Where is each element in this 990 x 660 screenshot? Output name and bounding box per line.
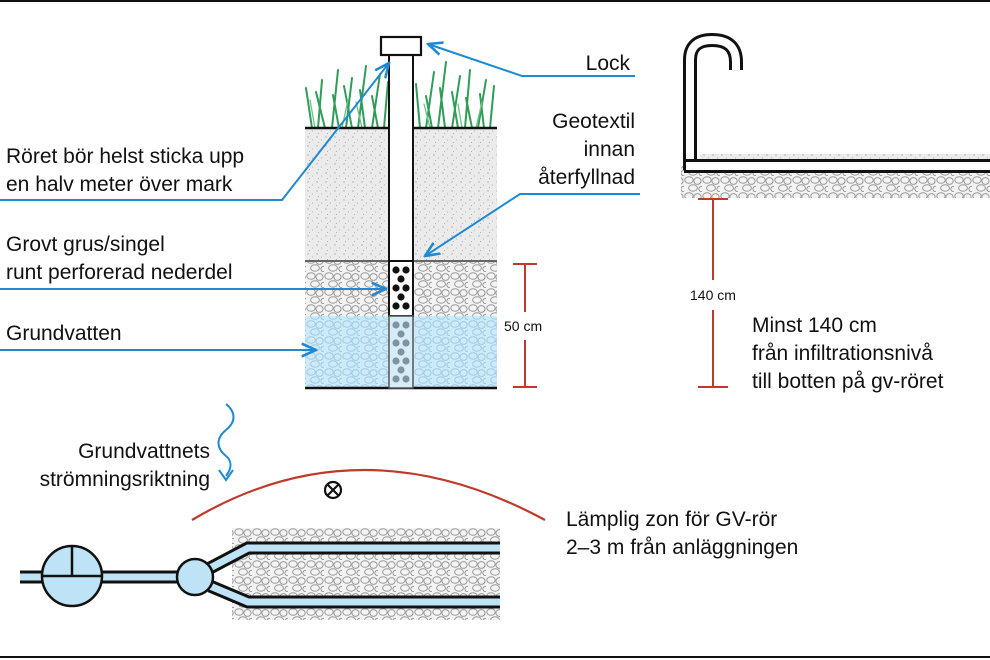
vent-pipe-outer bbox=[683, 32, 743, 170]
leader-pipe-height bbox=[0, 63, 389, 201]
septic-tank bbox=[40, 544, 104, 608]
wave-arrow-icon bbox=[217, 403, 235, 477]
infiltration-section bbox=[681, 32, 990, 198]
well-cross-section bbox=[305, 35, 497, 390]
crossed-circle-icon bbox=[323, 480, 343, 500]
label-min-2: från infiltrationsnivå bbox=[752, 342, 933, 365]
label-zone-2: 2–3 m från anläggningen bbox=[566, 536, 798, 559]
label-zone-1: Lämplig zon för GV-rör bbox=[566, 508, 777, 531]
label-gravel-1: Grovt grus/singel bbox=[6, 233, 165, 256]
perforation-holes bbox=[392, 266, 410, 383]
label-geotextil-1: Geotextil bbox=[552, 110, 635, 133]
label-50cm: 50 cm bbox=[504, 318, 542, 334]
dimension-50cm bbox=[513, 263, 537, 388]
label-140cm: 140 cm bbox=[690, 287, 736, 303]
plan-pipes bbox=[20, 541, 500, 609]
label-geotextil-3: återfyllnad bbox=[538, 166, 635, 189]
labels: Lock Geotextil innan återfyllnad Röret b… bbox=[6, 52, 944, 559]
pipe-upper bbox=[388, 54, 414, 262]
label-geotextil-2: innan bbox=[584, 138, 635, 161]
grass bbox=[305, 61, 495, 129]
distribution-well bbox=[175, 557, 215, 597]
label-pipe-height-2: en halv meter över mark bbox=[6, 173, 233, 196]
pipe-cap bbox=[379, 35, 423, 57]
pipe-joint bbox=[686, 162, 694, 170]
label-flow-2: strömningsriktning bbox=[40, 468, 210, 491]
suitable-zone-arc bbox=[191, 468, 546, 521]
label-pipe-height-1: Röret bör helst sticka upp bbox=[6, 145, 244, 168]
plan-view bbox=[20, 403, 546, 620]
label-min-3: till botten på gv-röret bbox=[752, 370, 944, 393]
leader-lines bbox=[0, 44, 640, 350]
label-lock: Lock bbox=[586, 52, 631, 75]
leader-lock bbox=[428, 44, 635, 77]
label-min-1: Minst 140 cm bbox=[752, 314, 877, 337]
vent-pipe-inner bbox=[686, 35, 740, 170]
label-gravel-2: runt perforerad nederdel bbox=[6, 261, 232, 284]
label-groundwater: Grundvatten bbox=[6, 322, 122, 345]
leader-geotextile bbox=[425, 193, 640, 256]
label-flow-1: Grundvattnets bbox=[78, 440, 210, 463]
dimension-140cm bbox=[698, 198, 728, 388]
